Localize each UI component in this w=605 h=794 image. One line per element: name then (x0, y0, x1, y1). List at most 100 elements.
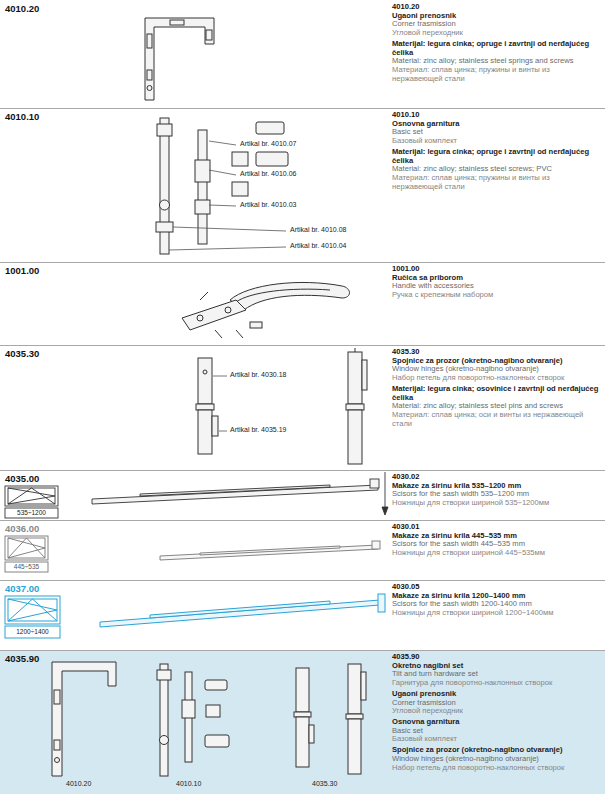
leader-line (173, 227, 286, 231)
description-block: 4030.05Makaze za širinu krila 1200–1400 … (392, 583, 600, 618)
catalog-row: 1001.001001.00Ručica sa priboromHandle w… (0, 262, 605, 345)
description-text: Материал: сплав цинка; пружины и винты и… (392, 174, 600, 191)
window-hinge (203, 370, 207, 374)
description-text: Material: zinc alloy; stainless steel pi… (392, 402, 600, 411)
description-text: Материал: сплав цинка; пружины и винты и… (392, 66, 600, 83)
part-callout: Artikal br. 4010.08 (290, 226, 346, 234)
scissor-arm (150, 601, 330, 618)
description-text: Угловой переходник (392, 29, 600, 38)
description-text: Window hinges (okretno-nagibno otvaranje… (392, 365, 600, 374)
handle (250, 322, 262, 328)
sash-width-range: 445÷535 (5, 563, 48, 571)
basic-set (232, 152, 248, 166)
basic-set (160, 200, 170, 210)
component-code: 4035.30 (312, 780, 337, 788)
handle (182, 300, 246, 330)
description-title: Materijal: legura cinka; opruge i zavrtn… (392, 148, 600, 165)
catalog-row: 4035.904035.90Okretno nagibni setTilt an… (0, 650, 605, 794)
corner-transmission (147, 34, 152, 48)
description-title: Osnovna garnitura (392, 718, 600, 727)
scissor-arm (100, 594, 385, 627)
article-code: 4010.20 (5, 3, 39, 14)
description-text: Материал: сплав цинка; оси и винты из не… (392, 411, 600, 428)
description-title: Materijal: legura cinka; opruge i zavrtn… (392, 40, 600, 57)
description-block: 4030.02Makaze za širinu krila 535–1200 m… (392, 473, 600, 508)
leader-line (209, 141, 236, 145)
scissor-arm (140, 485, 330, 496)
catalog-row: 4035.00 4030.02Makaze za širinu krila 535… (0, 470, 605, 520)
basic-set (157, 670, 171, 680)
article-number: 4035.30 (392, 348, 600, 357)
article-number: 4030.05 (392, 583, 600, 592)
description-block: 4030.01Makaze za širinu krila 445–535 mm… (392, 523, 600, 558)
description-title: Makaze za širinu krila 1200–1400 mm (392, 592, 600, 601)
window-hinge (348, 719, 361, 774)
catalog-row: 4036.004030.01Makaze za širinu krila 445… (0, 520, 605, 580)
scissor-arm (382, 507, 388, 515)
scissor-arm (378, 594, 385, 612)
catalog-row: 4010.104010.10Osnovna garnituraBasic set… (0, 108, 605, 262)
window-symbol (5, 562, 48, 572)
description-text: Ручка с крепежным набором (392, 291, 600, 300)
window-hinge (296, 717, 309, 767)
description-text: Scisors for the sash width 445–535 mm (392, 540, 600, 549)
description-block: 4010.20Ugaoni prenosnikCorner trasmissio… (392, 3, 600, 83)
scissor-arm (160, 545, 378, 560)
window-hinge (346, 404, 364, 410)
handle (182, 282, 350, 338)
corner-transmission (55, 758, 60, 763)
window-hinge (348, 664, 361, 714)
scissor-arm (92, 485, 378, 504)
article-number: 4035.90 (392, 653, 600, 662)
leader-line (169, 141, 286, 250)
description-text: Базовый комплект (392, 735, 600, 744)
window-symbol (8, 599, 57, 621)
row-separator (0, 345, 605, 346)
description-title: Spojnice za prozor (okretno-nagibno otva… (392, 746, 600, 755)
row-separator (0, 262, 605, 263)
description-text: Corner trasmission (392, 699, 600, 708)
window-hinge (294, 712, 311, 717)
description-title: Okretno nagibni set (392, 662, 600, 671)
part-callout: Artikal br. 4010.04 (290, 242, 346, 250)
part-callout: Artikal br. 4010.03 (240, 201, 296, 209)
catalog-row: 4035.304035.30Spojnice za prozor (okretn… (0, 345, 605, 470)
basic-set (195, 160, 210, 182)
basic-set (156, 118, 288, 254)
corner-transmission (52, 662, 116, 776)
basic-set (232, 182, 248, 196)
window-symbol (8, 538, 45, 558)
window-hinge (348, 352, 362, 404)
corner-transmission (147, 70, 152, 80)
description-text: Basic set (392, 727, 600, 736)
leader-line (209, 205, 236, 206)
basic-set (157, 664, 229, 776)
window-hinge (196, 348, 367, 464)
leader-line (209, 170, 236, 175)
corner-transmission (170, 20, 184, 25)
article-number: 4010.10 (392, 111, 600, 120)
window-symbol (8, 599, 57, 621)
description-text: Basic set (392, 128, 600, 137)
part-callout: Artikal br. 4010.07 (240, 140, 296, 148)
window-hinge (355, 348, 356, 352)
window-symbol (5, 486, 58, 506)
sash-width-range: 535÷1200 (5, 509, 58, 517)
description-title: Makaze za širinu krila 535–1200 mm (392, 482, 600, 491)
catalog-row: 4010.204010.20Ugaoni prenosnikCorner tra… (0, 0, 605, 108)
corner-transmission (52, 662, 116, 776)
handle (200, 292, 243, 338)
window-hinge (361, 672, 366, 700)
article-code: 4035.00 (5, 473, 39, 484)
corner-transmission (145, 18, 214, 100)
handle (236, 289, 330, 302)
component-code: 4010.20 (66, 780, 91, 788)
basic-set (205, 680, 227, 690)
basic-set (160, 736, 169, 745)
article-number: 4010.20 (392, 3, 600, 12)
window-hinge (198, 358, 212, 404)
scissor-arm (92, 472, 388, 515)
window-symbol (5, 536, 48, 572)
